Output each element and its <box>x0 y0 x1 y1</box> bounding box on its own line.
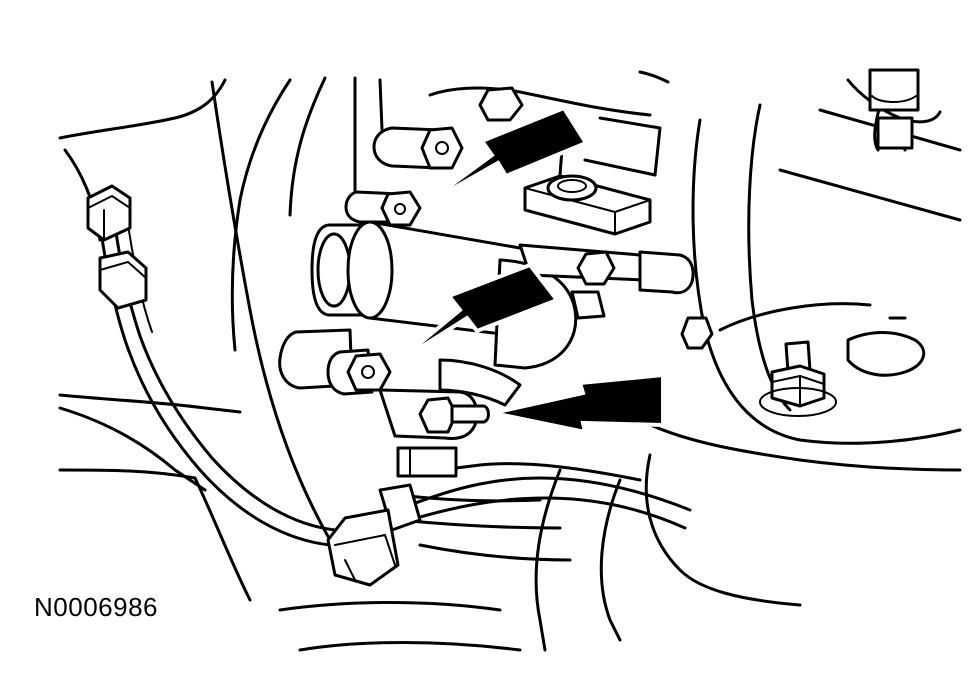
callout-arrows <box>394 105 665 435</box>
lower-stud-arrow <box>492 372 665 435</box>
starter-mounting-nut <box>326 348 392 396</box>
harness-connector-lower <box>326 483 422 587</box>
starter-mounting-stud <box>418 396 490 434</box>
upper-right-component <box>868 68 920 150</box>
mounting-bracket <box>523 174 652 236</box>
harness-connector-upper <box>86 184 148 310</box>
starter-motor <box>278 220 695 478</box>
upper-bolt-arrow <box>422 105 589 207</box>
middle-nut-arrow <box>394 262 561 365</box>
upper-bolts <box>344 86 714 350</box>
right-side-bolt <box>759 340 837 417</box>
figure-id-label: N0006986 <box>34 592 158 622</box>
